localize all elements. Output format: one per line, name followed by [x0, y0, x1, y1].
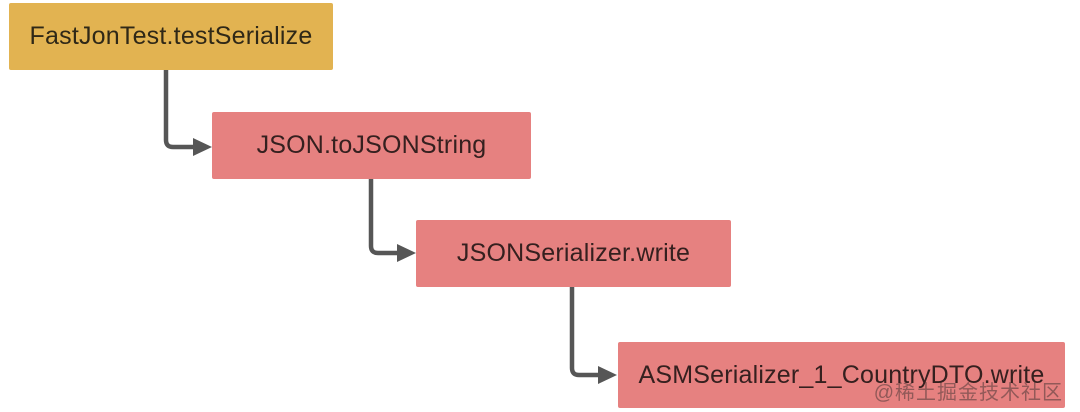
node-json-tojsonstring: JSON.toJSONString — [212, 112, 531, 179]
node-label: JSONSerializer.write — [456, 239, 691, 267]
arrowhead-icon — [397, 244, 416, 262]
node-asmserializer-countrydto-write: ASMSerializer_1_CountryDTO.write — [618, 342, 1065, 408]
watermark: @稀土掘金技术社区 — [873, 382, 1063, 404]
node-label: ASMSerializer_1_CountryDTO.write — [638, 360, 1045, 389]
node-label: FastJonTest.testSerialize — [29, 22, 313, 50]
arrowhead-icon — [193, 138, 212, 156]
node-fastjontest-testserialize: FastJonTest.testSerialize — [9, 3, 333, 70]
arrowhead-icon — [598, 366, 617, 384]
edge-line-2 — [368, 179, 400, 256]
edge-line-3 — [569, 287, 601, 378]
node-jsonserializer-write: JSONSerializer.write — [416, 220, 731, 287]
edge-line-1 — [163, 70, 196, 150]
node-label: JSON.toJSONString — [256, 131, 487, 159]
